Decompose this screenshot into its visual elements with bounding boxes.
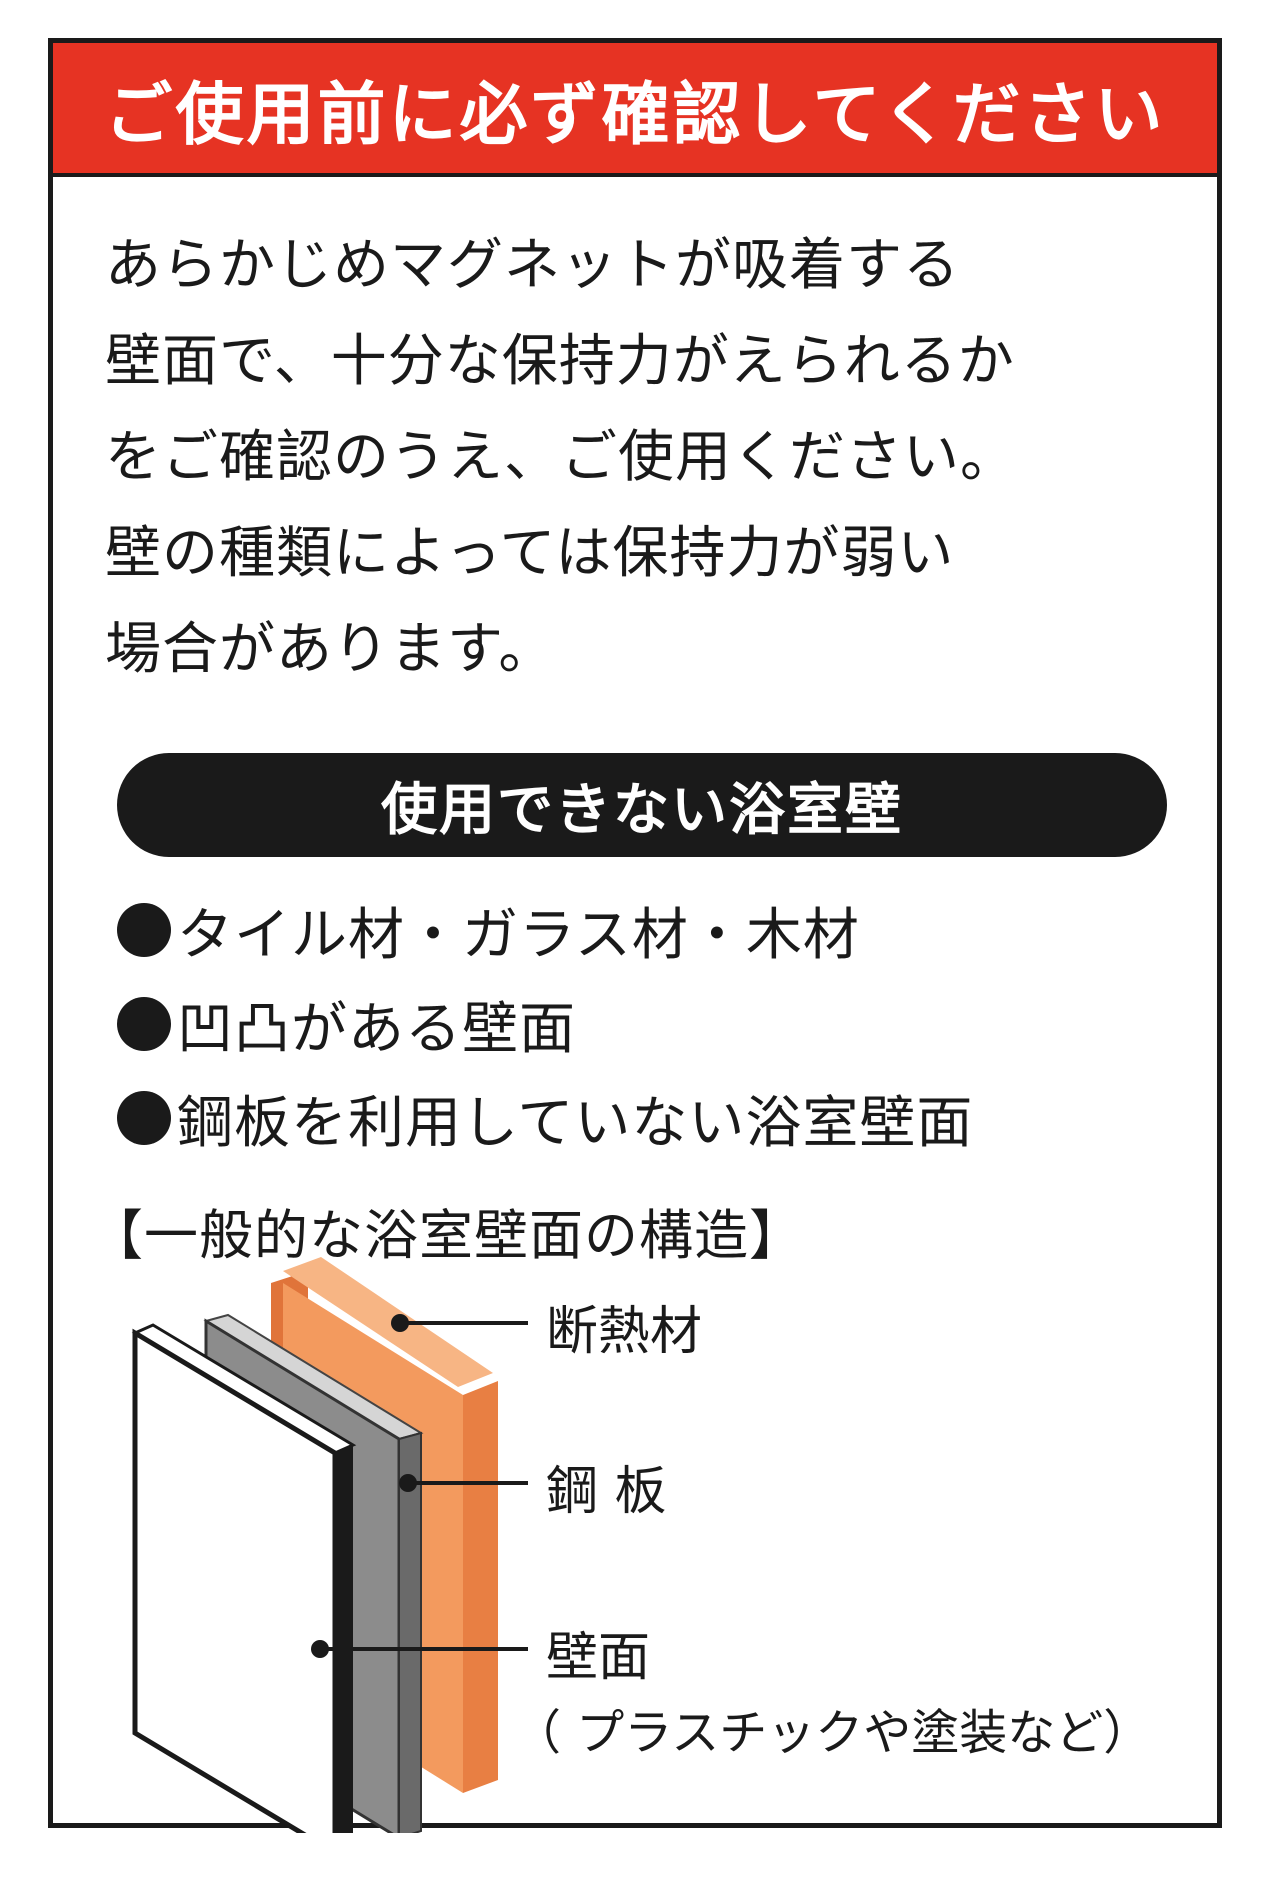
- bullet-icon: [117, 997, 171, 1051]
- list-item: タイル材・ガラス材・木材: [117, 883, 1197, 977]
- header-bar: ご使用前に必ず確認してください: [53, 43, 1217, 177]
- list-item-text: 凹凸がある壁面: [177, 996, 576, 1062]
- intro-line: をご確認のうえ、ご使用ください。: [105, 425, 1017, 490]
- bullet-icon: [117, 903, 171, 957]
- intro-line: 壁の種類によっては保持力が弱い: [105, 521, 955, 586]
- list-item-text: 鋼板を利用していない浴室壁面: [177, 1090, 974, 1156]
- leader-wall: [311, 1640, 528, 1658]
- list-item: 鋼板を利用していない浴室壁面: [117, 1071, 1197, 1165]
- wall-structure-diagram: [131, 1257, 528, 1833]
- unusable-heading: 使用できない浴室壁: [381, 777, 903, 843]
- intro-paragraph: あらかじめマグネットが吸着する 壁面で、十分な保持力がえられるか をご確認のうえ…: [105, 218, 1185, 698]
- unusable-heading-pill: 使用できない浴室壁: [117, 753, 1167, 857]
- list-item: 凹凸がある壁面: [117, 977, 1197, 1071]
- leader-insulation: [391, 1314, 528, 1332]
- label-steel-plate: 鋼 板: [546, 1462, 667, 1522]
- intro-line: 壁面で、十分な保持力がえられるか: [105, 329, 1015, 394]
- label-wall-note: （ プラスチックや塗装など）: [513, 1705, 1152, 1761]
- structure-heading: 【一般的な浴室壁面の構造】: [89, 1204, 804, 1267]
- intro-line: あらかじめマグネットが吸着する: [105, 233, 960, 298]
- label-wall-surface: 壁面: [546, 1628, 651, 1688]
- header-title: ご使用前に必ず確認してください: [104, 75, 1166, 155]
- label-insulation: 断熱材: [546, 1302, 703, 1362]
- bullet-icon: [117, 1091, 171, 1145]
- notice-card: ご使用前に必ず確認してください あらかじめマグネットが吸着する 壁面で、十分な保…: [48, 38, 1222, 1833]
- unusable-list: タイル材・ガラス材・木材 凹凸がある壁面 鋼板を利用していない浴室壁面: [117, 883, 1197, 1165]
- wall-surface-layer: [131, 1323, 357, 1833]
- leader-steel: [399, 1474, 528, 1492]
- list-item-text: タイル材・ガラス材・木材: [177, 902, 860, 968]
- intro-line: 場合があります。: [105, 617, 556, 682]
